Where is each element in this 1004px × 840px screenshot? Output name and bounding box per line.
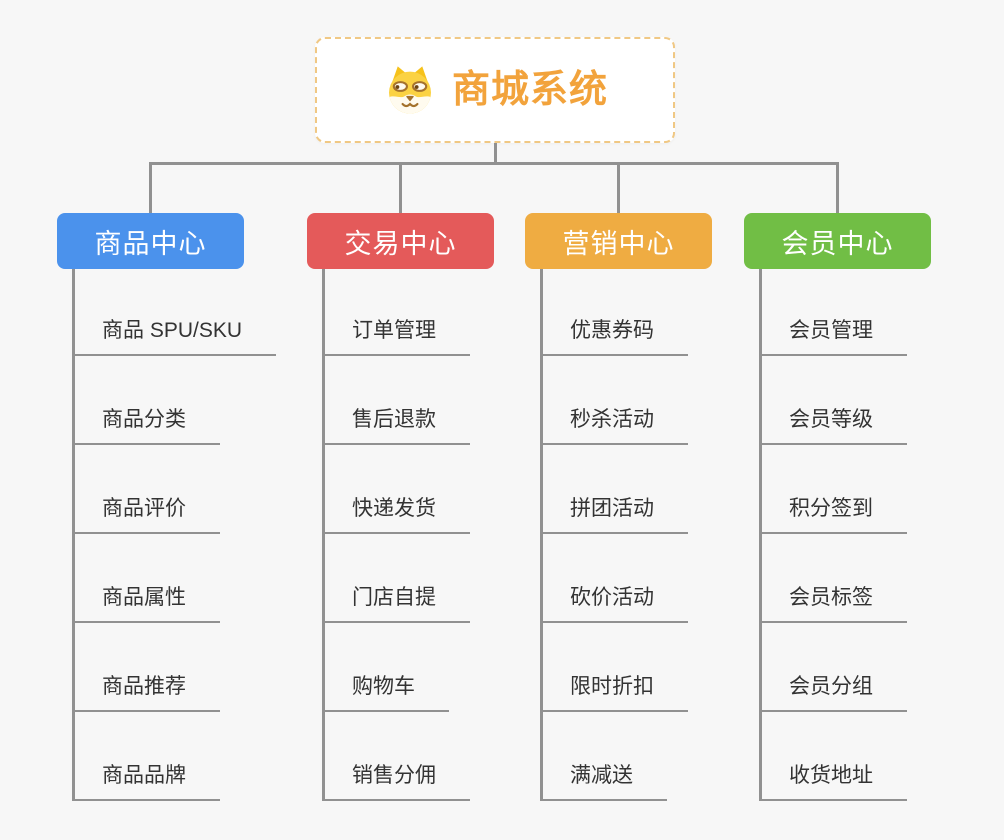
leaf-item-product-center-5[interactable]: 商品品牌 [72,759,220,801]
connector-drop-product-center [149,162,152,213]
leaf-item-product-center-1[interactable]: 商品分类 [72,403,220,445]
shiba-dog-icon [388,66,431,114]
leaf-item-marketing-center-4[interactable]: 限时折扣 [540,670,688,712]
connector-drop-member-center [836,162,839,213]
leaf-item-marketing-center-1[interactable]: 秒杀活动 [540,403,688,445]
branch-box-product-center[interactable]: 商品中心 [57,213,244,269]
connector-spine-member-center [759,269,762,801]
leaf-item-member-center-0[interactable]: 会员管理 [759,314,907,356]
leaf-item-product-center-3[interactable]: 商品属性 [72,581,220,623]
leaf-item-trade-center-0[interactable]: 订单管理 [322,314,470,356]
branch-label-product-center: 商品中心 [94,228,207,259]
leaf-item-product-center-4[interactable]: 商品推荐 [72,670,220,712]
leaf-item-product-center-2[interactable]: 商品评价 [72,492,220,534]
branch-box-member-center[interactable]: 会员中心 [744,213,931,269]
leaf-item-member-center-4[interactable]: 会员分组 [759,670,907,712]
branch-box-marketing-center[interactable]: 营销中心 [525,213,712,269]
connector-spine-trade-center [322,269,325,801]
connector-spine-product-center [72,269,75,801]
connector-drop-marketing-center [617,162,620,213]
leaf-item-marketing-center-3[interactable]: 砍价活动 [540,581,688,623]
leaf-item-member-center-3[interactable]: 会员标签 [759,581,907,623]
connector-spine-marketing-center [540,269,543,801]
leaf-item-trade-center-1[interactable]: 售后退款 [322,403,470,445]
leaf-item-trade-center-5[interactable]: 销售分佣 [322,759,470,801]
connector-root-stem [493,143,497,162]
leaf-item-trade-center-2[interactable]: 快递发货 [322,492,470,534]
leaf-item-trade-center-4[interactable]: 购物车 [322,670,449,712]
leaf-item-marketing-center-2[interactable]: 拼团活动 [540,492,688,534]
leaf-item-marketing-center-0[interactable]: 优惠券码 [540,314,688,356]
branch-label-member-center: 会员中心 [781,228,894,259]
leaf-item-trade-center-3[interactable]: 门店自提 [322,581,470,623]
root-node[interactable]: 商城系统 [315,37,675,143]
connector-bus [149,162,839,165]
connector-drop-trade-center [399,162,402,213]
leaf-item-marketing-center-5[interactable]: 满减送 [540,759,667,801]
branch-label-trade-center: 交易中心 [344,228,457,259]
branch-label-marketing-center: 营销中心 [562,228,675,259]
leaf-item-member-center-1[interactable]: 会员等级 [759,403,907,445]
leaf-item-member-center-5[interactable]: 收货地址 [759,759,907,801]
leaf-item-product-center-0[interactable]: 商品 SPU/SKU [72,314,277,356]
root-title: 商城系统 [451,69,608,111]
branch-box-trade-center[interactable]: 交易中心 [307,213,494,269]
leaf-item-member-center-2[interactable]: 积分签到 [759,492,907,534]
